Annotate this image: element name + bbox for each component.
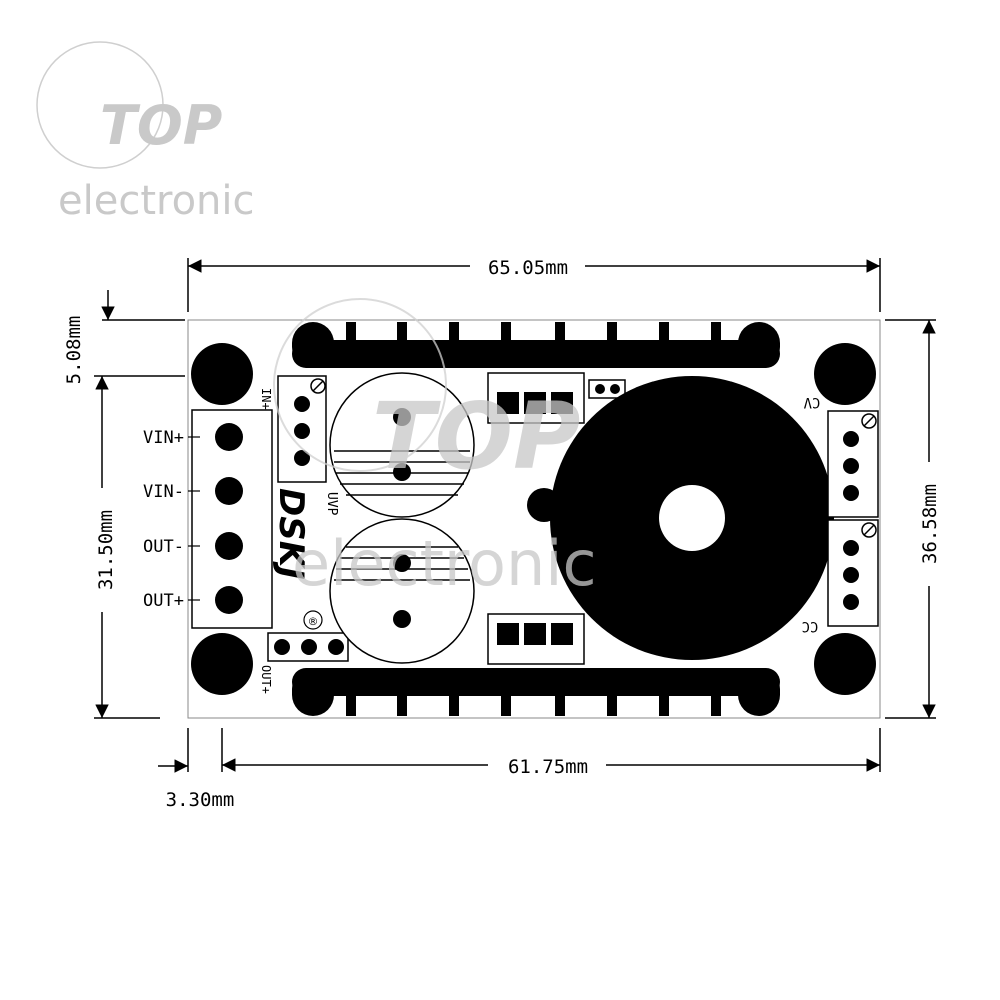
terminal-pin-vin-plus — [215, 423, 243, 451]
label-out-plus: OUT+ — [143, 591, 184, 611]
two-pin-header — [588, 379, 626, 399]
dim-label-top-offset: 5.08mm — [63, 316, 85, 385]
registered-circle — [303, 610, 323, 630]
label-cc: CC — [802, 618, 819, 634]
watermark: TOP electronic — [273, 298, 597, 600]
label-uvp: UVP — [324, 492, 339, 516]
capacitor-bottom — [329, 518, 475, 664]
mounting-hole-bottom-right — [814, 633, 876, 695]
terminal-block — [188, 409, 273, 629]
dim-left-height — [94, 375, 185, 719]
dim-top-width — [187, 258, 881, 312]
label-cv: CV — [803, 394, 820, 410]
capacitor-top — [329, 372, 475, 518]
watermark-word: TOP — [372, 383, 580, 490]
dim-right-height — [885, 319, 936, 719]
dim-label-top-width: 65.05mm — [488, 257, 568, 279]
heatsink-top — [292, 322, 780, 368]
dim-left-offset — [158, 728, 189, 773]
in-plus-connector — [277, 375, 327, 483]
logo-circle — [36, 41, 164, 169]
terminal-pin-out-minus — [215, 532, 243, 560]
heatsink-bottom — [292, 668, 780, 716]
dim-label-left-height: 31.50mm — [95, 510, 117, 590]
dim-label-bottom-width: 61.75mm — [508, 756, 588, 778]
registered-mark: ® — [308, 615, 319, 628]
regulator-chip-top — [487, 372, 585, 424]
brand-mark: DSKJ — [271, 488, 311, 580]
cc-potentiometer — [827, 519, 879, 627]
watermark-tagline: electronic — [292, 527, 597, 600]
cv-potentiometer — [827, 410, 879, 518]
label-vin-minus: VIN- — [143, 482, 184, 502]
dim-bottom-width — [221, 728, 881, 772]
brand-logo: TOP electronic — [36, 41, 255, 224]
terminal-pin-out-plus — [215, 586, 243, 614]
label-vin-plus: VIN+ — [143, 428, 184, 448]
terminal-pin-vin-minus — [215, 477, 243, 505]
mounting-hole-top-right — [814, 343, 876, 405]
logo-tagline: electronic — [58, 178, 255, 224]
dim-label-right-height: 36.58mm — [919, 484, 941, 564]
mounting-hole-top-left — [191, 343, 253, 405]
dim-top-offset — [101, 290, 185, 321]
label-out-plus-board: OUT+ — [259, 665, 273, 694]
dim-label-left-offset: 3.30mm — [166, 789, 235, 811]
label-in-plus: IN+ — [259, 388, 273, 410]
regulator-chip-bottom — [487, 613, 585, 665]
logo-word: TOP — [100, 94, 222, 157]
out-plus-connector — [267, 632, 349, 662]
label-out-minus: OUT- — [143, 537, 184, 557]
toroid-inductor — [527, 376, 834, 660]
mounting-hole-bottom-left — [191, 633, 253, 695]
